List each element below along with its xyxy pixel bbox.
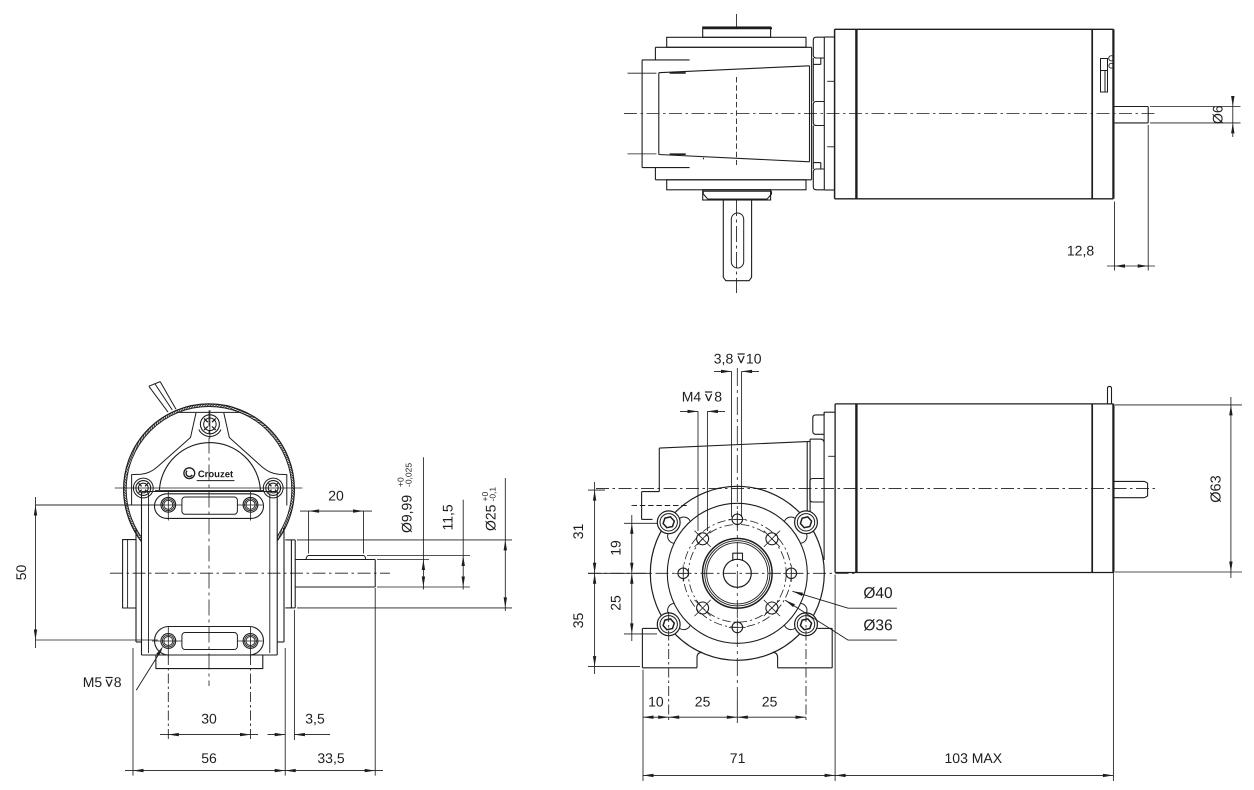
svg-text:20: 20 bbox=[328, 487, 344, 503]
svg-text:3,5: 3,5 bbox=[305, 710, 325, 726]
svg-text:50: 50 bbox=[13, 565, 29, 581]
svg-text:8: 8 bbox=[714, 388, 722, 404]
svg-text:19: 19 bbox=[607, 540, 623, 556]
svg-text:25: 25 bbox=[695, 693, 711, 709]
svg-text:8: 8 bbox=[114, 674, 122, 690]
svg-text:25: 25 bbox=[762, 693, 778, 709]
svg-text:71: 71 bbox=[730, 750, 746, 766]
svg-text:56: 56 bbox=[201, 750, 217, 766]
svg-text:-0,025: -0,025 bbox=[403, 463, 413, 487]
svg-text:-0,1: -0,1 bbox=[488, 487, 498, 502]
svg-text:M4: M4 bbox=[682, 388, 702, 404]
svg-text:103 MAX: 103 MAX bbox=[945, 750, 1003, 766]
svg-text:10: 10 bbox=[746, 350, 762, 366]
svg-text:33,5: 33,5 bbox=[317, 750, 344, 766]
svg-text:+0: +0 bbox=[480, 492, 490, 502]
svg-text:35: 35 bbox=[570, 613, 586, 629]
svg-text:Ø9,99: Ø9,99 bbox=[398, 495, 414, 533]
svg-text:Ø6: Ø6 bbox=[1210, 105, 1226, 124]
svg-text:Ø36: Ø36 bbox=[863, 617, 892, 634]
svg-text:Ø25: Ø25 bbox=[483, 504, 499, 531]
svg-text:25: 25 bbox=[607, 595, 623, 611]
svg-text:10: 10 bbox=[648, 693, 664, 709]
svg-text:M5: M5 bbox=[83, 674, 103, 690]
svg-text:+0: +0 bbox=[396, 477, 406, 487]
svg-text:Ø40: Ø40 bbox=[863, 585, 893, 602]
svg-text:12,8: 12,8 bbox=[1067, 242, 1094, 258]
svg-text:3,8: 3,8 bbox=[714, 350, 734, 366]
svg-text:Ø63: Ø63 bbox=[1209, 475, 1225, 502]
svg-text:31: 31 bbox=[570, 524, 586, 540]
svg-text:30: 30 bbox=[201, 710, 217, 726]
svg-text:11,5: 11,5 bbox=[440, 504, 456, 530]
svg-text:Crouzet: Crouzet bbox=[198, 469, 234, 480]
